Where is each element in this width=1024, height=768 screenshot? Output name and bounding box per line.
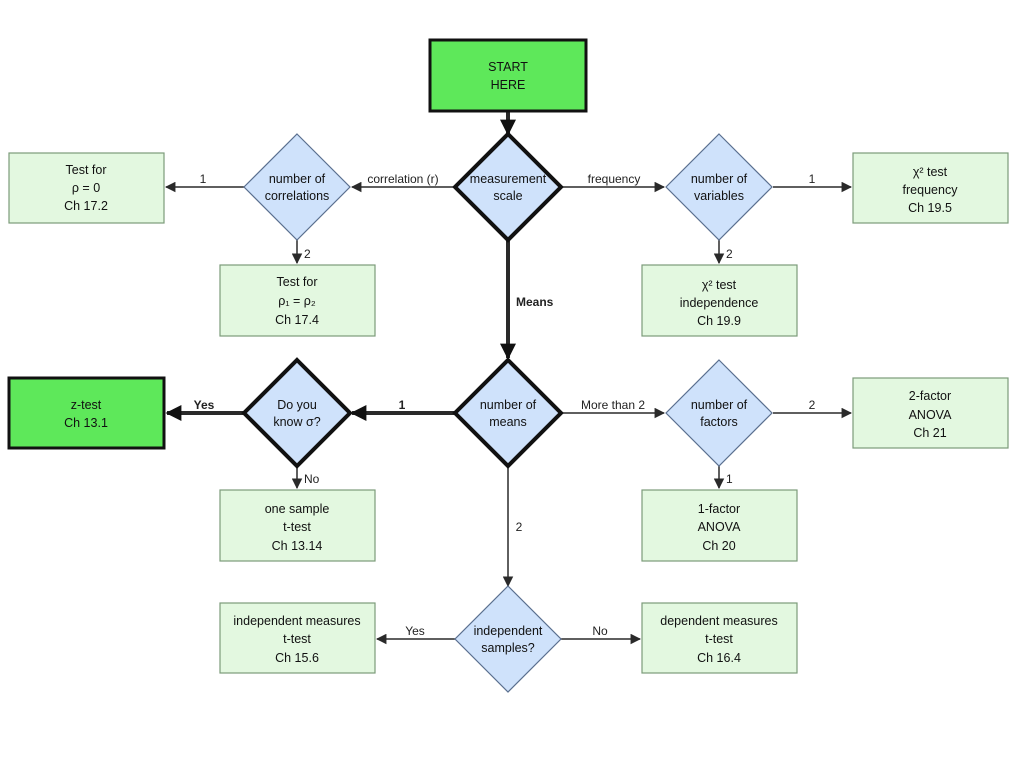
label-indep-yes: Yes xyxy=(405,624,425,638)
svg-text:number of: number of xyxy=(691,172,748,186)
decision-text: measurement xyxy=(470,172,547,186)
decision-text: number of xyxy=(480,398,537,412)
label-correlation: correlation (r) xyxy=(367,172,438,186)
label-factors-2: 2 xyxy=(809,398,816,412)
label-sigma-yes: Yes xyxy=(194,398,215,412)
result-line: Ch 16.4 xyxy=(697,651,741,665)
svg-text:variables: variables xyxy=(694,189,744,203)
svg-text:START: START xyxy=(488,60,528,74)
result-line: one sample xyxy=(265,502,330,516)
svg-text:number of: number of xyxy=(269,172,326,186)
result-line: Ch 13.14 xyxy=(272,539,323,553)
start-node: START HERE xyxy=(428,38,588,113)
decision-text: number of xyxy=(691,398,748,412)
svg-text:correlations: correlations xyxy=(265,189,330,203)
label-means: Means xyxy=(516,295,554,309)
result-line: Ch 19.5 xyxy=(908,201,952,215)
result-line: Ch 17.2 xyxy=(64,199,108,213)
label-means-1: 1 xyxy=(399,398,406,412)
decision-text: scale xyxy=(493,189,522,203)
label-factors-1: 1 xyxy=(726,472,733,486)
result-line: independent measures xyxy=(233,614,360,628)
label-frequency: frequency xyxy=(588,172,641,186)
svg-text:factors: factors xyxy=(700,415,738,429)
label-corr-1: 1 xyxy=(200,172,207,186)
result-one-factor-anova: 1-factor ANOVA Ch 20 xyxy=(641,489,798,562)
result-line: independence xyxy=(680,296,759,310)
svg-text:independent: independent xyxy=(474,624,543,638)
result-line: z-test xyxy=(71,398,102,412)
result-line: dependent measures xyxy=(660,614,777,628)
decision-text: samples? xyxy=(481,641,535,655)
result-z-test: z-test Ch 13.1 xyxy=(7,376,166,450)
result-line: Test for xyxy=(277,275,318,289)
decision-text: independent xyxy=(474,624,543,638)
label-var-1: 1 xyxy=(809,172,816,186)
result-line: t-test xyxy=(705,632,733,646)
decision-text: number of xyxy=(691,172,748,186)
start-line-1: START xyxy=(488,60,528,74)
decision-text: Do you xyxy=(277,398,317,412)
svg-text:samples?: samples? xyxy=(481,641,535,655)
result-line: Ch 21 xyxy=(913,426,946,440)
svg-text:means: means xyxy=(489,415,527,429)
label-corr-2: 2 xyxy=(304,247,311,261)
result-test-rho-0: Test for ρ = 0 Ch 17.2 xyxy=(8,152,165,224)
result-dependent-measures-t: dependent measures t-test Ch 16.4 xyxy=(641,602,798,674)
result-line: 2-factor xyxy=(909,389,951,403)
result-line: ρ = 0 xyxy=(72,181,100,195)
label-indep-no: No xyxy=(592,624,608,638)
decision-measurement-scale: measurement scale xyxy=(452,131,564,243)
decision-text: variables xyxy=(694,189,744,203)
result-one-sample-t: one sample t-test Ch 13.14 xyxy=(219,489,376,562)
result-line: t-test xyxy=(283,520,311,534)
svg-text:scale: scale xyxy=(493,189,522,203)
result-line: Ch 19.9 xyxy=(697,314,741,328)
decision-number-of-correlations: number of correlations xyxy=(243,133,351,241)
label-means-2: 2 xyxy=(516,520,523,534)
edges xyxy=(164,112,853,645)
result-line: ρ₁ = ρ₂ xyxy=(278,294,316,308)
edge-labels: correlation (r) frequency Means 1 2 1 2 … xyxy=(194,172,816,638)
result-chi2-independence: χ² test independence Ch 19.9 xyxy=(641,264,798,337)
decision-number-of-means: number of means xyxy=(452,357,564,469)
svg-text:know σ?: know σ? xyxy=(273,415,320,429)
decision-number-of-factors: number of factors xyxy=(665,359,773,467)
decision-independent-samples: independent samples? xyxy=(454,585,562,693)
result-two-factor-anova: 2-factor ANOVA Ch 21 xyxy=(852,377,1009,449)
result-line: 1-factor xyxy=(698,502,740,516)
result-chi2-frequency: χ² test frequency Ch 19.5 xyxy=(852,152,1009,224)
result-line: Ch 20 xyxy=(702,539,735,553)
result-test-rho1-rho2: Test for ρ₁ = ρ₂ Ch 17.4 xyxy=(219,264,376,337)
result-line: ANOVA xyxy=(909,408,952,422)
result-line: Test for xyxy=(66,163,107,177)
decision-text: factors xyxy=(700,415,738,429)
result-line: χ² test xyxy=(913,165,948,179)
decision-text: correlations xyxy=(265,189,330,203)
result-line: χ² test xyxy=(702,278,737,292)
start-line-2: HERE xyxy=(491,78,526,92)
svg-text:number of: number of xyxy=(480,398,537,412)
decision-text: means xyxy=(489,415,527,429)
svg-text:HERE: HERE xyxy=(491,78,526,92)
decision-number-of-variables: number of variables xyxy=(665,133,773,241)
decision-do-you-know-sigma: Do you know σ? xyxy=(241,357,353,469)
decision-text: know σ? xyxy=(273,415,320,429)
svg-text:number of: number of xyxy=(691,398,748,412)
result-line: frequency xyxy=(903,183,959,197)
svg-text:Do you: Do you xyxy=(277,398,317,412)
result-line: Ch 17.4 xyxy=(275,313,319,327)
result-line: Ch 15.6 xyxy=(275,651,319,665)
result-line: Ch 13.1 xyxy=(64,416,108,430)
result-line: t-test xyxy=(283,632,311,646)
label-means-more-than-2: More than 2 xyxy=(581,398,645,412)
label-sigma-no: No xyxy=(304,472,320,486)
decision-text: number of xyxy=(269,172,326,186)
result-line: ANOVA xyxy=(698,520,741,534)
result-independent-measures-t: independent measures t-test Ch 15.6 xyxy=(219,602,376,674)
svg-text:measurement: measurement xyxy=(470,172,547,186)
label-var-2: 2 xyxy=(726,247,733,261)
